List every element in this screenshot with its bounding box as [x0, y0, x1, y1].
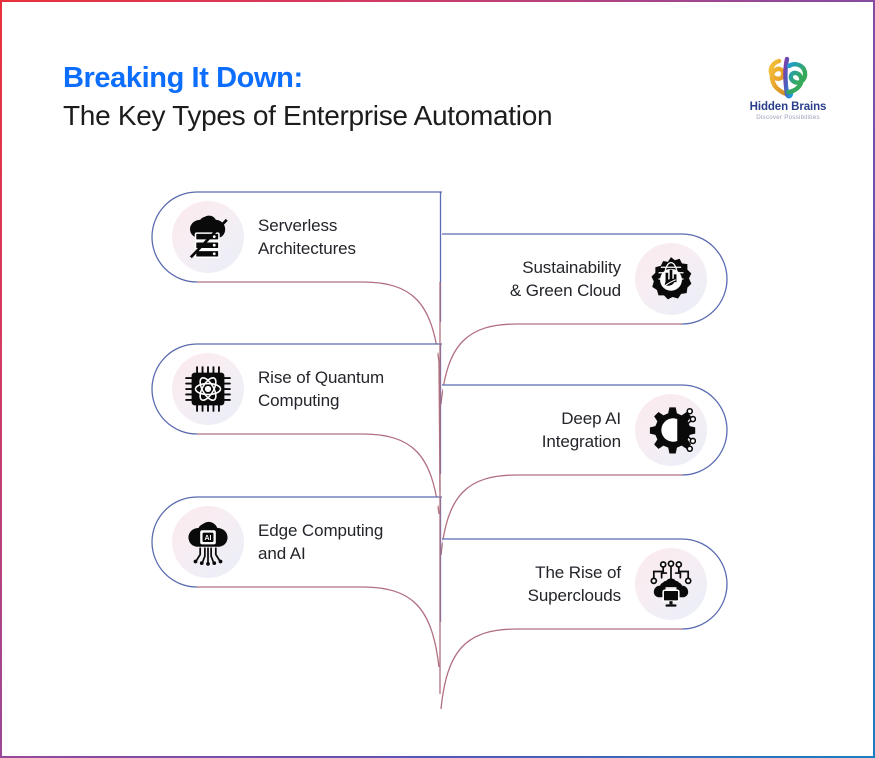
cloud-server-slash-icon [172, 201, 244, 273]
card-the-rise-of-superclouds[interactable]: The Rise of Superclouds [437, 539, 725, 629]
hidden-brains-monogram-icon [768, 56, 808, 99]
card-outline-6-bottom-stroke [440, 628, 682, 710]
logo-tagline: Discover Possibilities [756, 114, 820, 121]
cloud-ai-chip-icon: AI [172, 506, 244, 578]
card-label: Rise of Quantum Computing [258, 367, 385, 410]
title-line-secondary: The Key Types of Enterprise Automation [63, 100, 553, 132]
card-label: The Rise of Superclouds [527, 562, 622, 605]
card-label: Deep AI Integration [541, 408, 621, 451]
brand-logo: Hidden Brains Discover Possibilities [742, 54, 834, 121]
card-serverless-architectures[interactable]: Serverless Architectures [154, 192, 442, 282]
card-label: Sustainability & Green Cloud [509, 257, 621, 300]
supercloud-network-icon [635, 548, 707, 620]
logo-name: Hidden Brains [749, 101, 827, 113]
card-edge-computing-and-ai[interactable]: AI [154, 497, 442, 587]
page-title: Breaking It Down: The Key Types of Enter… [63, 60, 553, 135]
card-deep-ai-integration[interactable]: Deep AI Integration [437, 385, 725, 475]
card-label: Edge Computing and AI [258, 520, 384, 563]
header: Breaking It Down: The Key Types of Enter… [2, 2, 873, 162]
card-label: Serverless Architectures [258, 215, 356, 258]
card-rise-of-quantum-computing[interactable]: Rise of Quantum Computing [154, 344, 442, 434]
card-sustainability-green-cloud[interactable]: Sustainability & Green Cloud [437, 234, 725, 324]
quantum-chip-atom-icon [172, 353, 244, 425]
svg-text:AI: AI [204, 535, 211, 542]
card-outline-5-bottom-stroke [197, 586, 440, 668]
title-line-primary: Breaking It Down: [63, 62, 303, 94]
gear-circuit-nodes-icon [635, 394, 707, 466]
globe-gear-leaf-icon [635, 243, 707, 315]
diagram-body: Serverless Architectures Sustainability … [2, 162, 873, 722]
